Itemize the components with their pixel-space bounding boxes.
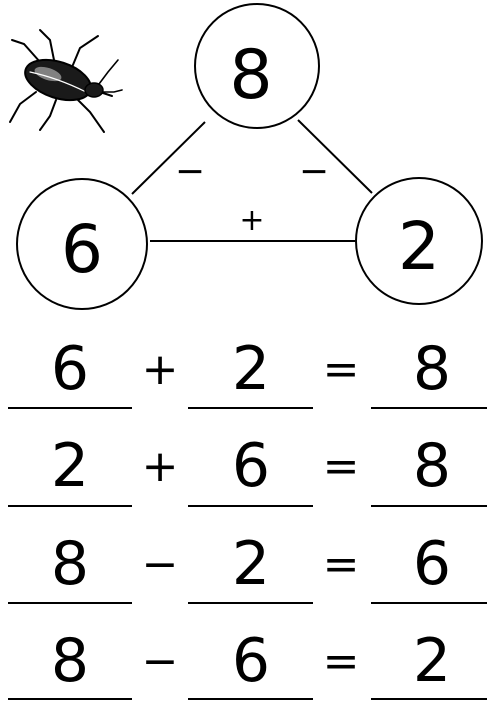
right-circle: 2 <box>355 177 483 305</box>
equals-sign: = <box>323 441 360 492</box>
minuend: 8 <box>51 529 89 599</box>
equals-sign: = <box>323 636 360 687</box>
right-number: 2 <box>398 208 440 285</box>
addend-a: 2 <box>51 431 89 501</box>
equation-row-2: 2 + 6 = 8 <box>8 431 487 507</box>
equation-row-3: 8 − 2 = 6 <box>8 529 487 604</box>
equals-sign: = <box>323 344 360 395</box>
bottom-edge-sign: + <box>239 203 264 238</box>
number-bond-lines <box>131 119 373 242</box>
result: 8 <box>413 334 451 404</box>
addend-a: 6 <box>51 334 89 404</box>
left-edge-line <box>131 121 206 195</box>
left-edge-sign: − <box>175 151 205 192</box>
result: 8 <box>413 431 451 501</box>
equals-sign: = <box>323 539 360 590</box>
operator: + <box>142 344 179 395</box>
result: 2 <box>413 626 451 696</box>
result: 6 <box>413 529 451 599</box>
minuend: 8 <box>51 626 89 696</box>
top-number: 8 <box>229 36 272 115</box>
operator: + <box>142 441 179 492</box>
left-number: 6 <box>61 211 103 288</box>
equation-row-1: 6 + 2 = 8 <box>8 334 487 409</box>
right-edge-line <box>297 119 373 194</box>
subtrahend: 6 <box>232 626 270 696</box>
subtrahend: 2 <box>232 529 270 599</box>
top-circle: 8 <box>194 3 320 129</box>
beetle-icon <box>9 29 123 133</box>
operator: − <box>142 539 179 590</box>
operator: − <box>142 636 179 687</box>
equation-row-4: 8 − 6 = 2 <box>8 626 487 700</box>
right-edge-sign: − <box>299 151 329 192</box>
addend-b: 6 <box>232 431 270 501</box>
addend-b: 2 <box>232 334 270 404</box>
left-circle: 6 <box>16 178 148 310</box>
